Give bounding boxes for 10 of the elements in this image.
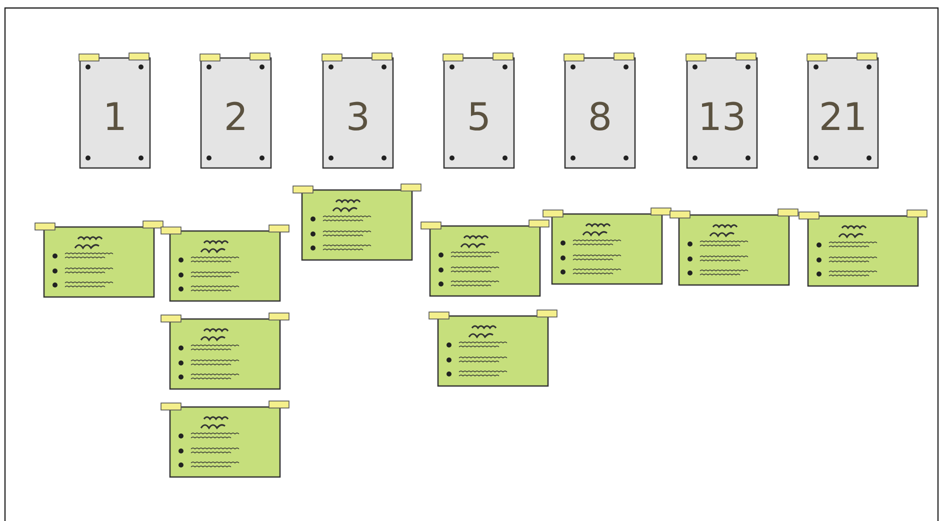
sticky-note [161, 313, 289, 391]
sticky-note [429, 310, 557, 388]
sticky-note [161, 401, 289, 479]
sticky-note [799, 210, 927, 288]
sticky-note [35, 221, 163, 299]
sticky-note [421, 220, 549, 298]
sticky-note [161, 225, 289, 303]
sticky-note [670, 209, 798, 287]
sticky-note [543, 208, 671, 286]
sticky-note [293, 184, 421, 262]
